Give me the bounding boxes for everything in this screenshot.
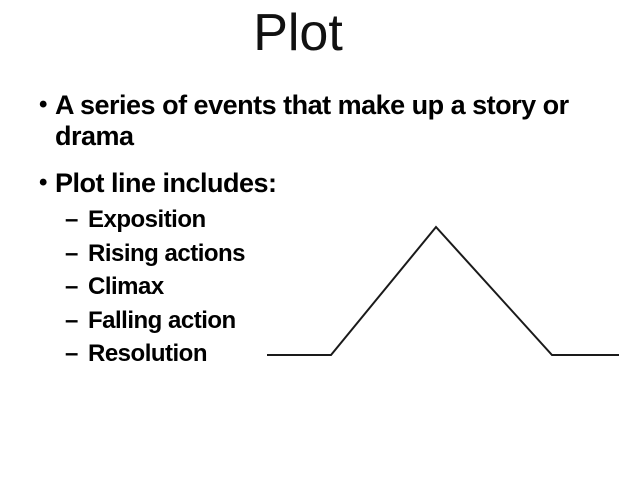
sub-bullet-text: Rising actions — [88, 239, 246, 267]
bullet-marker: • — [39, 169, 47, 196]
sub-bullet-text: Resolution — [88, 340, 208, 367]
dash-marker: – — [65, 340, 78, 367]
sub-bullet-list: – Exposition – Rising actions – Climax –… — [64, 203, 364, 371]
sub-bullet-text: Exposition — [88, 206, 206, 233]
dash-marker: – — [65, 239, 78, 267]
list-item: • A series of events that make up a stor… — [28, 90, 608, 152]
list-item: – Climax — [64, 270, 364, 304]
bullet-text: Plot line includes: — [55, 168, 277, 198]
list-item: – Resolution — [64, 337, 364, 371]
list-item: – Exposition — [64, 203, 364, 237]
bullet-list: • A series of events that make up a stor… — [28, 90, 608, 199]
bullet-marker: • — [39, 91, 47, 118]
bullet-text: A series of events that make up a story … — [55, 90, 569, 151]
list-item: • Plot line includes: — [28, 168, 608, 199]
list-item: – Rising actions — [64, 237, 364, 271]
dash-marker: – — [65, 273, 78, 300]
sub-bullet-text: Climax — [88, 273, 164, 300]
dash-marker: – — [65, 206, 78, 233]
page-title: Plot — [253, 4, 343, 62]
sub-bullet-text: Falling action — [88, 306, 236, 334]
list-item: – Falling action — [64, 304, 364, 338]
dash-marker: – — [65, 306, 78, 334]
